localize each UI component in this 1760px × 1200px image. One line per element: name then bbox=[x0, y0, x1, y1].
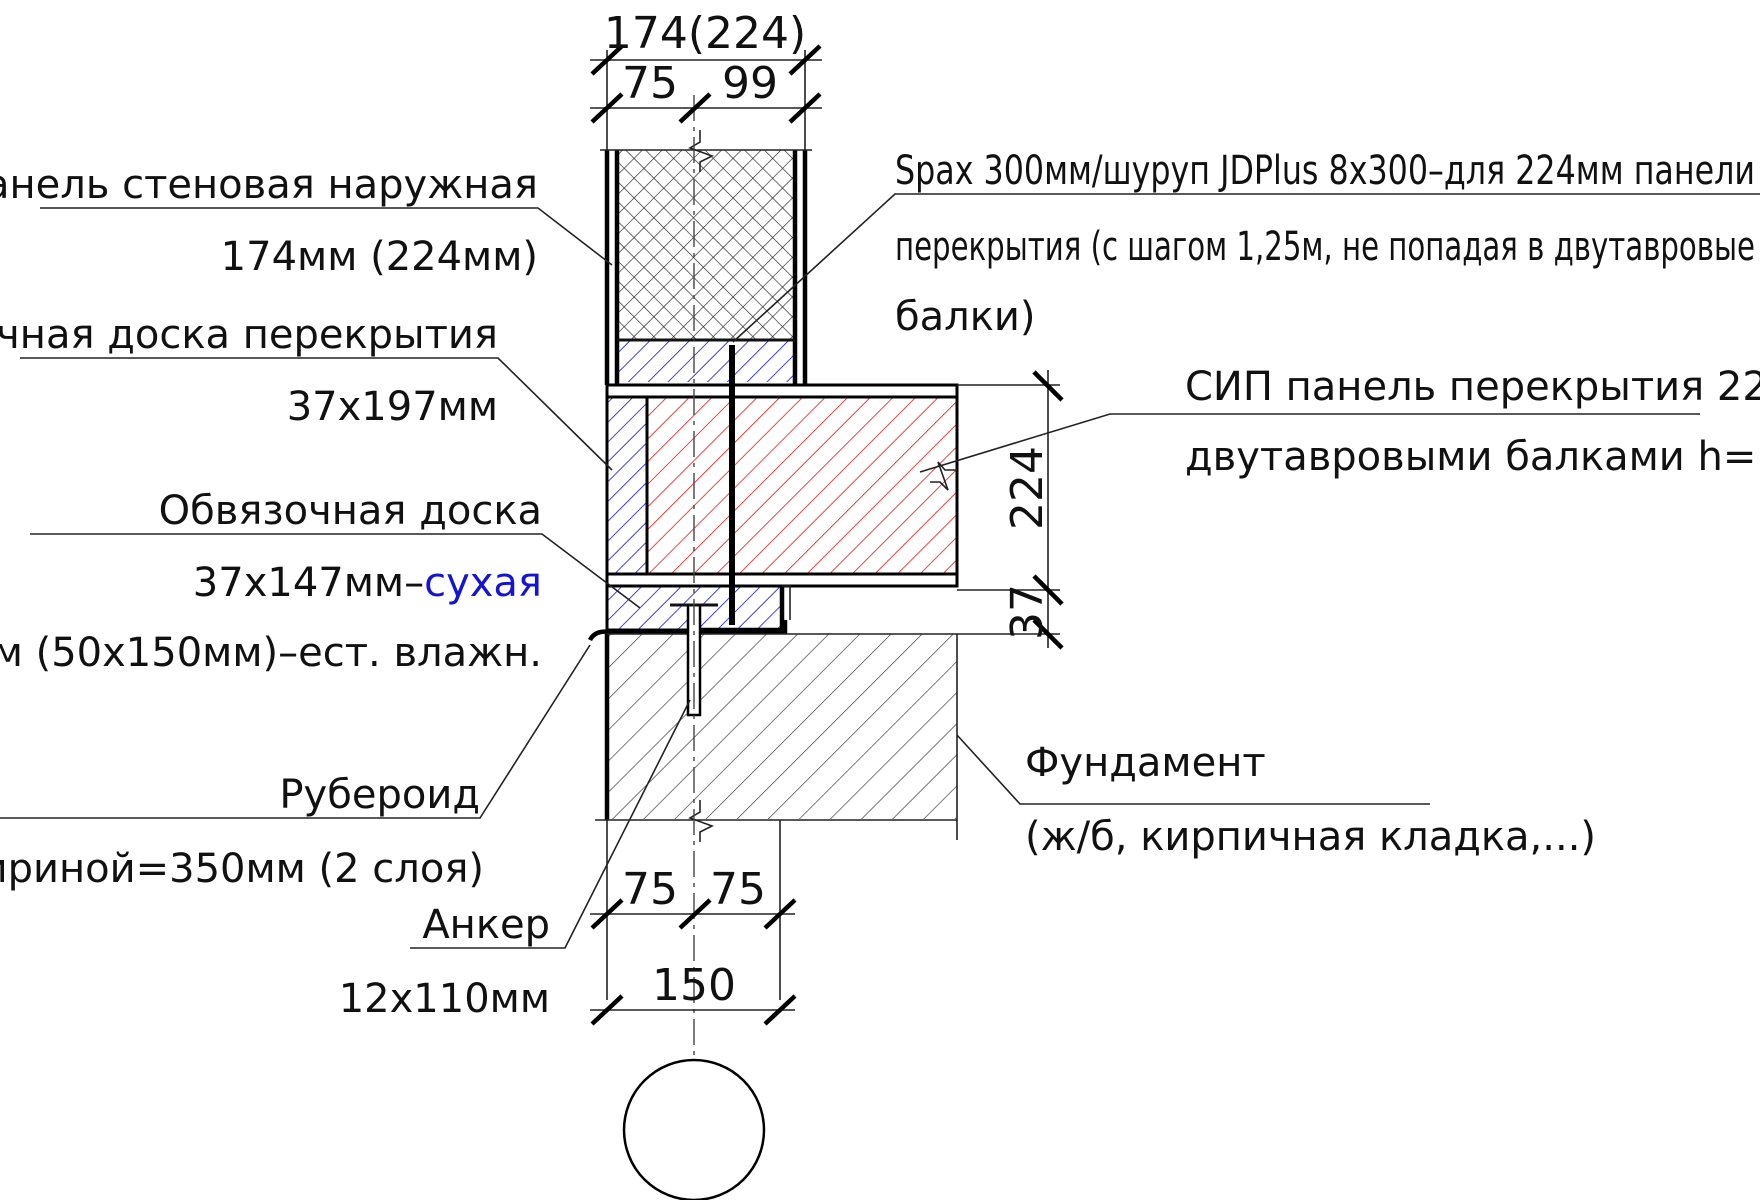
label-anchor: Анкер 12х110мм bbox=[339, 902, 550, 1022]
wall-top-plate bbox=[617, 340, 795, 382]
label-floor-rim-board: Обвязочная доска перекрытия 37х197мм bbox=[0, 312, 498, 430]
svg-text:Обвязочная доска перекрытия: Обвязочная доска перекрытия bbox=[0, 312, 498, 358]
svg-text:12х110мм: 12х110мм bbox=[339, 976, 550, 1022]
leader-lines bbox=[0, 193, 1760, 949]
right-dimensions: 224 37 bbox=[957, 370, 1064, 650]
svg-text:Фундамент: Фундамент bbox=[1025, 740, 1266, 786]
svg-text:Обвязочная доска: Обвязочная доска bbox=[159, 488, 542, 534]
bottom-dimensions: 75 75 150 bbox=[590, 820, 797, 1026]
dim-base-right: 75 bbox=[710, 864, 766, 915]
floor-assembly bbox=[605, 383, 959, 588]
dim-base-total: 150 bbox=[652, 960, 736, 1011]
svg-text:балки): балки) bbox=[895, 294, 1036, 340]
label-sill-board: Обвязочная доска 37х147мм–сухая 40х150мм… bbox=[0, 488, 542, 676]
dim-floor-height: 224 bbox=[1002, 446, 1053, 530]
foundation-concrete bbox=[607, 634, 957, 819]
dim-inner-part: 99 bbox=[722, 58, 778, 109]
label-wall-panel: СИП панель стеновая наружная 174мм (224м… bbox=[0, 162, 538, 280]
svg-text:(ж/б, кирпичная кладка,...): (ж/б, кирпичная кладка,...) bbox=[1025, 814, 1596, 860]
axis-marker bbox=[622, 1058, 766, 1200]
svg-text:двутавровыми балками h=198мм: двутавровыми балками h=198мм bbox=[1185, 434, 1760, 480]
svg-text:Spax 300мм/шуруп JDPlus 8х300–: Spax 300мм/шуруп JDPlus 8х300–для 224мм … bbox=[895, 148, 1755, 194]
dim-base-left: 75 bbox=[622, 864, 678, 915]
top-dimensions: 174(224) 75 99 bbox=[590, 8, 822, 150]
svg-text:Рубероид: Рубероид bbox=[279, 772, 480, 818]
label-screw: Spax 300мм/шуруп JDPlus 8х300–для 224мм … bbox=[895, 148, 1755, 340]
foundation bbox=[595, 632, 958, 842]
dim-outer-part: 75 bbox=[622, 58, 678, 109]
floor-rim-board bbox=[605, 395, 649, 576]
svg-text:Анкер: Анкер bbox=[422, 902, 550, 948]
dim-board-height: 37 bbox=[1002, 584, 1053, 640]
svg-text:СИП панель стеновая наружная: СИП панель стеновая наружная bbox=[0, 162, 538, 208]
dim-total-width: 174(224) bbox=[604, 8, 806, 59]
svg-text:37х197мм: 37х197мм bbox=[287, 384, 498, 430]
floor-bottom-skin bbox=[605, 572, 959, 588]
label-roofing: Рубероид лента шириной=350мм (2 слоя) bbox=[0, 772, 484, 892]
svg-text:174мм (224мм): 174мм (224мм) bbox=[221, 234, 538, 280]
svg-text:40х150мм (50х150мм)–ест. влажн: 40х150мм (50х150мм)–ест. влажн. bbox=[0, 630, 542, 676]
sill-board-dry-text: сухая bbox=[424, 560, 542, 606]
label-floor-panel: СИП панель перекрытия 224мм с двутавровы… bbox=[1185, 364, 1760, 480]
svg-text:перекрытия (с шагом 1,25м, не: перекрытия (с шагом 1,25м, не попадая в … bbox=[895, 224, 1755, 270]
wall-panel-foam-cross bbox=[617, 150, 795, 340]
roofing-membrane bbox=[587, 620, 788, 642]
wall-panel bbox=[600, 130, 812, 385]
label-foundation: Фундамент (ж/б, кирпичная кладка,...) bbox=[1025, 740, 1596, 860]
svg-text:СИП панель перекрытия 224мм с: СИП панель перекрытия 224мм с bbox=[1185, 364, 1760, 410]
floor-top-skin bbox=[605, 383, 959, 399]
svg-text:37х147мм–сухая: 37х147мм–сухая bbox=[193, 560, 542, 606]
floor-panel-foam bbox=[645, 395, 959, 576]
svg-text:лента шириной=350мм (2 слоя): лента шириной=350мм (2 слоя) bbox=[0, 846, 484, 892]
